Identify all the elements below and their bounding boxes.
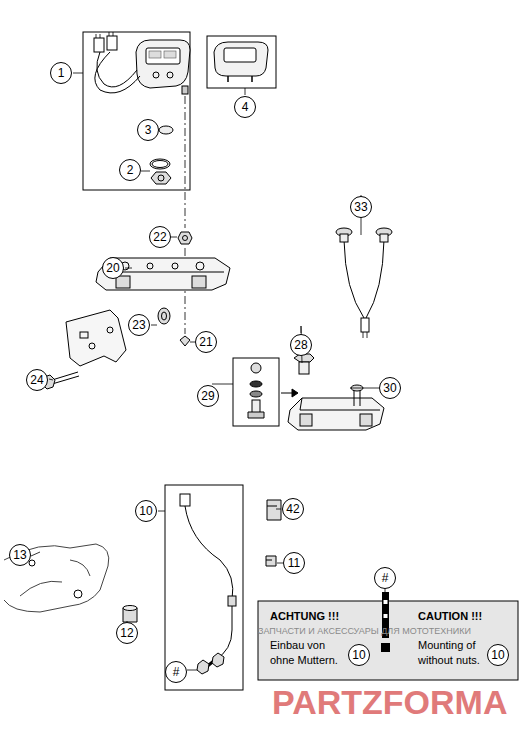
callout-number: 28: [290, 334, 312, 356]
callout-text: 28: [294, 339, 307, 351]
callout-text: 10: [352, 649, 365, 661]
watermark-logo: PARTZFORMA: [272, 683, 507, 722]
callout-text: 22: [153, 231, 166, 243]
callout-text: #: [382, 572, 389, 584]
callout-text: 20: [106, 262, 119, 274]
callout-number: 23: [128, 314, 150, 336]
callout-number: #: [374, 567, 396, 589]
o-ring: [150, 159, 170, 169]
callout-number: 4: [234, 96, 256, 118]
callout-number: 3: [137, 119, 159, 141]
callout-number: #: [165, 661, 187, 683]
callout-text: #: [173, 666, 180, 678]
callout-text: 11: [288, 557, 300, 569]
callout-number: 42: [282, 498, 304, 520]
callout-text: 21: [199, 336, 212, 348]
cable-holder: [266, 556, 276, 566]
callout-number: 1: [50, 62, 72, 84]
callout-text: 3: [145, 124, 152, 136]
callout-text: 42: [286, 503, 299, 515]
callout-number: 11: [283, 552, 305, 574]
frame-part: [4, 544, 109, 612]
callout-text: 30: [383, 382, 396, 394]
callout-text: 24: [30, 374, 43, 386]
cover: [214, 42, 268, 76]
callout-text: 1: [58, 67, 65, 79]
callout-text: 2: [127, 164, 134, 176]
callout-number: 21: [195, 331, 217, 353]
wire: [97, 52, 137, 87]
warning-text: Mounting of without nuts.: [418, 638, 484, 668]
group-frame: [207, 36, 276, 88]
callout-number: 30: [379, 377, 401, 399]
bolt: [52, 372, 79, 384]
axis-line: [185, 96, 186, 334]
callout-text: 23: [132, 319, 145, 331]
speedometer: [136, 40, 190, 88]
warning-text: Einbau von ohne Muttern.: [270, 638, 346, 668]
callout-number: 10: [135, 500, 157, 522]
callout-number: 24: [26, 369, 48, 391]
callout-text: 4: [242, 101, 249, 113]
watermark-text: ЗАПЧАСТИ И АКСЕССУАРЫ ДЛЯ МОТОТЕХНИКИ: [258, 626, 471, 636]
mounting-plate: [66, 310, 126, 366]
callout-text: 12: [120, 627, 133, 639]
callout-number: 12: [116, 622, 138, 644]
callout-number: 10: [348, 644, 370, 666]
bracket: [96, 258, 230, 290]
callout-text: 29: [201, 390, 214, 402]
warning-heading: CAUTION !!!: [418, 609, 482, 624]
callout-number: 20: [102, 257, 124, 279]
bracket: [288, 398, 384, 430]
leader-line: [31, 73, 385, 670]
screw-set: [251, 363, 261, 373]
connector: [94, 38, 104, 52]
switch-wires: [344, 240, 384, 318]
callout-number: 29: [197, 385, 219, 407]
caution-note: ACHTUNG !!! CAUTION !!! Einbau von ohne Mu…: [258, 601, 518, 680]
group-frame: [83, 32, 190, 190]
speed-sensor-cable: [180, 494, 190, 506]
group-frame: [165, 485, 243, 690]
warning-heading: ACHTUNG !!!: [270, 609, 339, 624]
callout-text: 13: [13, 549, 26, 561]
callout-number: 2: [119, 159, 141, 181]
nut: [178, 232, 192, 244]
callout-number: 22: [149, 226, 171, 248]
callout-number: 10: [487, 644, 509, 666]
washer: [180, 336, 190, 346]
cap-disc: [159, 126, 173, 134]
callout-text: 10: [491, 649, 504, 661]
rubber-bushing: [158, 308, 170, 324]
group-frame: [233, 358, 279, 426]
callout-number: 13: [9, 544, 31, 566]
callout-text: 33: [354, 201, 367, 213]
callout-number: 33: [350, 196, 372, 218]
clip: [267, 500, 281, 520]
nut: [151, 172, 171, 184]
callout-text: 10: [139, 505, 152, 517]
